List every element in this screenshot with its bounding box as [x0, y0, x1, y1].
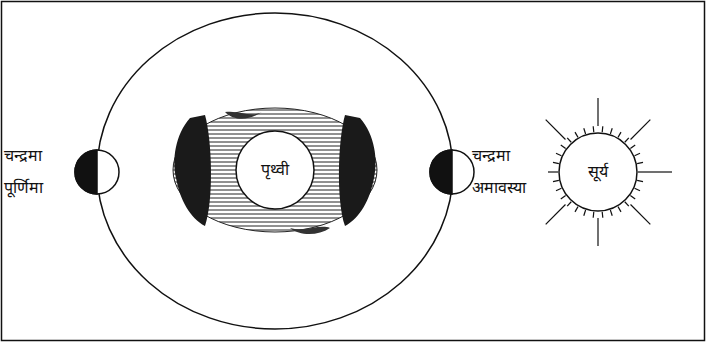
full-moon: चन्द्रमा पूर्णिमा	[2, 146, 124, 202]
sun-circle: सूर्य	[558, 132, 638, 212]
earth-circle: पृथ्वी	[235, 130, 315, 210]
moon-orbit	[97, 13, 453, 329]
phase-label: पूर्णिमा	[4, 178, 43, 198]
body-label: चन्द्रमा	[472, 146, 510, 166]
body-label: पृथ्वी	[261, 160, 289, 180]
new-moon: चन्द्रमा अमावस्या	[428, 146, 560, 202]
phase-label: अमावस्या	[472, 178, 526, 198]
earth-shadow	[173, 108, 377, 234]
sun-rays	[546, 98, 672, 246]
body-label: सूर्य	[588, 162, 608, 182]
body-label: चन्द्रमा	[4, 146, 42, 166]
